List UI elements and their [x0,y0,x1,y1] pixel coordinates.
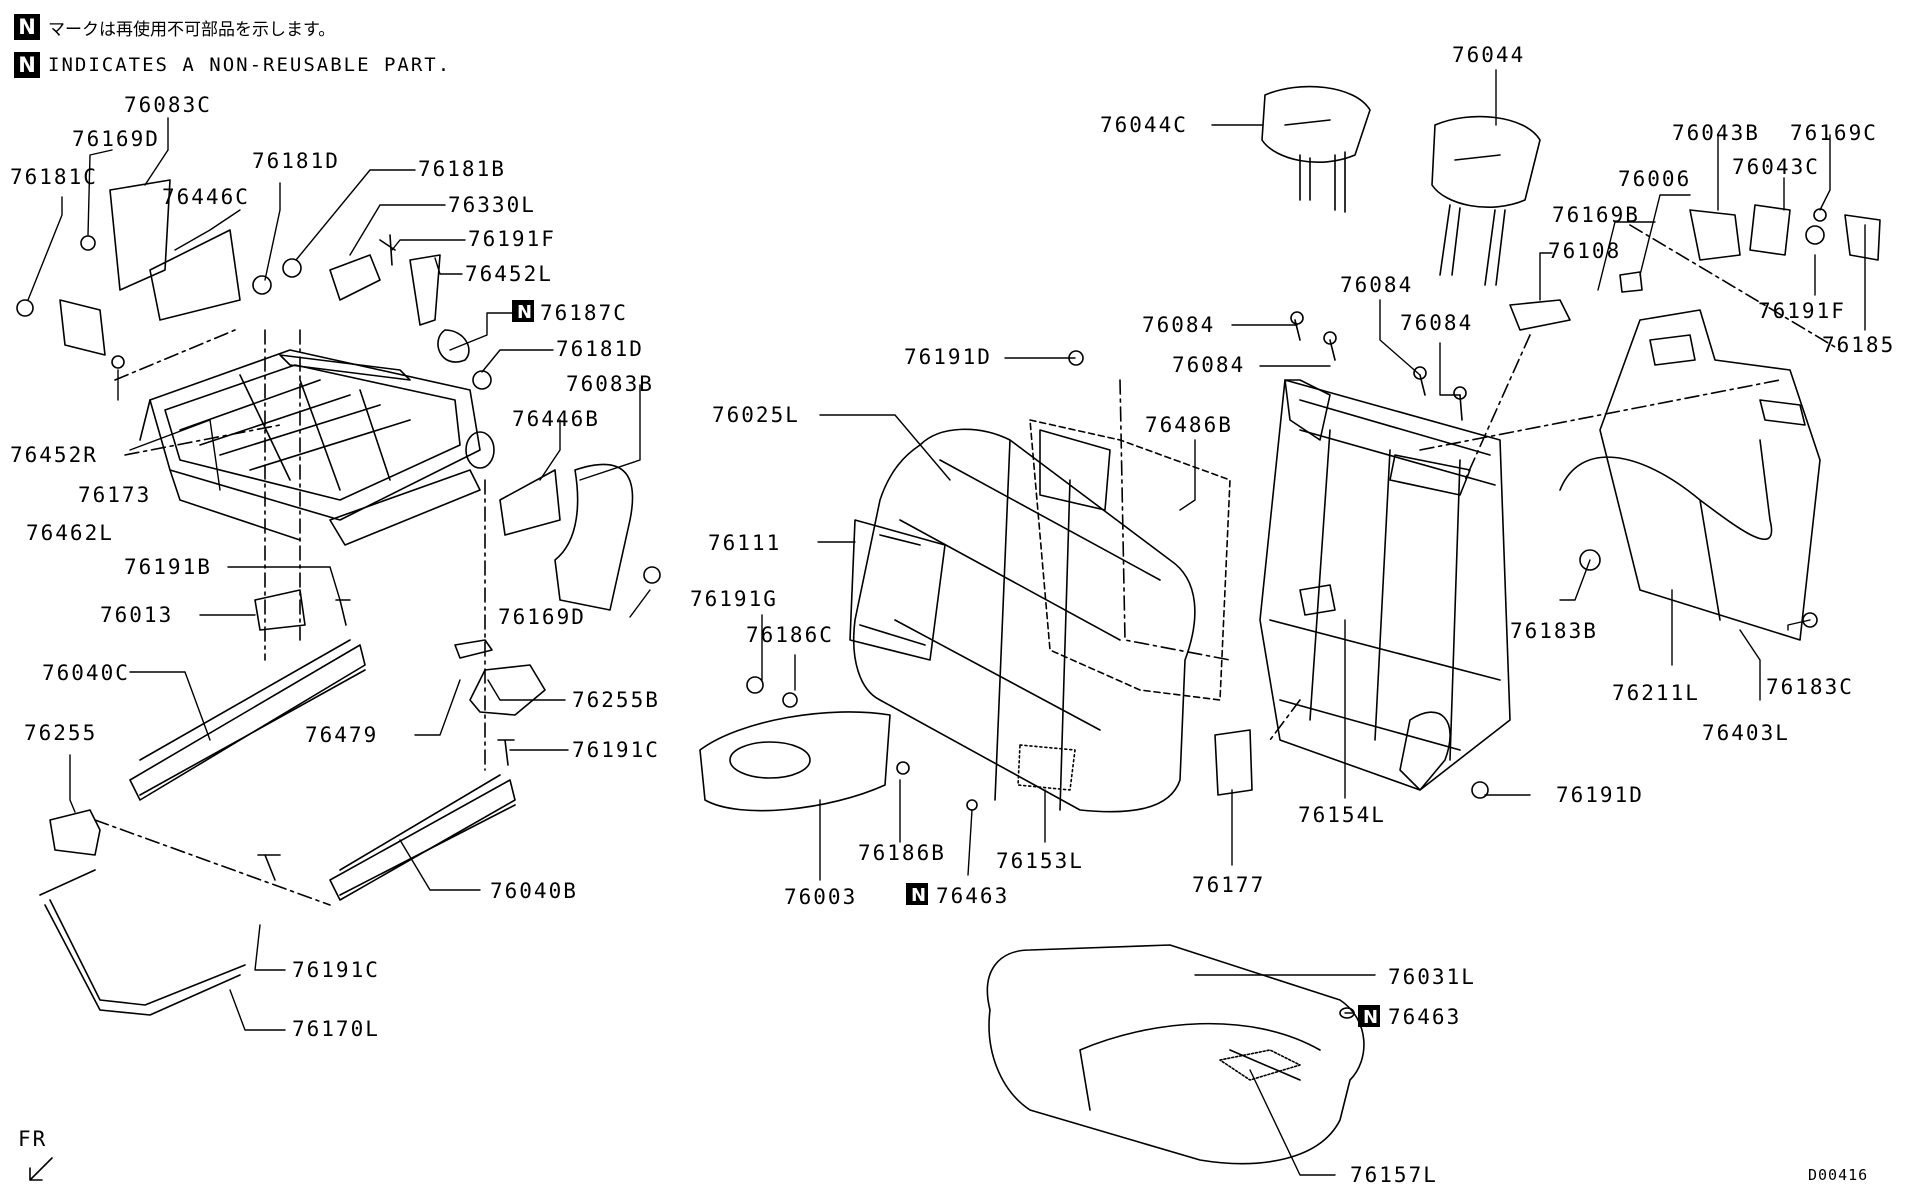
label-76040C: 76040C [42,661,130,685]
label-76044: 76044 [1452,43,1525,67]
label-76084-d: 76084 [1172,353,1245,377]
note-japanese-text: マークは再使用不可部品を示します。 [48,19,336,40]
non-reusable-symbol: N [14,14,40,40]
leader-lines [27,69,1866,1176]
label-76255: 76255 [24,721,97,745]
label-76191F-left: 76191F [468,227,556,251]
label-76462L: 76462L [26,521,114,545]
label-76486B: 76486B [1145,413,1233,437]
non-reusable-badge-76463-a [906,883,928,905]
label-76169D-top: 76169D [72,127,160,151]
front-direction-arrow-icon [29,1157,53,1181]
part-labels: 76083C 76169D 76181C 76446C 76181D 76181… [10,43,1895,1187]
label-76191F-right: 76191F [1758,299,1846,323]
note-english-text: INDICATES A NON-REUSABLE PART. [48,54,452,76]
label-76025L: 76025L [712,403,800,427]
label-76181D-top: 76181D [252,149,340,173]
non-reusable-symbol: N [14,52,40,78]
label-76084-a: 76084 [1340,273,1413,297]
label-76173: 76173 [78,483,151,507]
label-76108: 76108 [1548,239,1621,263]
label-76169B: 76169B [1552,203,1640,227]
label-76185: 76185 [1822,333,1895,357]
label-76330L: 76330L [448,193,536,217]
label-76170L: 76170L [292,1017,380,1041]
label-76191G: 76191G [690,587,778,611]
label-76084-c: 76084 [1142,313,1215,337]
label-76013: 76013 [100,603,173,627]
label-76111: 76111 [708,531,781,555]
label-76157L: 76157L [1350,1163,1438,1187]
label-76463-a: 76463 [936,884,1009,908]
label-76183B: 76183B [1510,619,1598,643]
label-76043C: 76043C [1732,155,1820,179]
label-76153L: 76153L [996,849,1084,873]
label-76452R: 76452R [10,443,98,467]
label-76177: 76177 [1192,873,1265,897]
label-76191D-bottom: 76191D [1556,783,1644,807]
label-76003: 76003 [784,885,857,909]
label-76043B: 76043B [1672,121,1760,145]
label-76154L: 76154L [1298,803,1386,827]
seat-frame-drawing [16,179,661,1016]
label-76186B: 76186B [858,841,946,865]
label-76044C: 76044C [1100,113,1188,137]
note-english: N INDICATES A NON-REUSABLE PART. [14,52,451,78]
label-76463-b: 76463 [1388,1005,1461,1029]
label-76083B: 76083B [566,372,654,396]
label-76403L: 76403L [1702,721,1790,745]
label-76446C: 76446C [162,185,250,209]
non-reusable-badge-76187C [512,300,534,322]
label-76169C: 76169C [1790,121,1878,145]
non-reusable-symbol: N [911,885,926,906]
label-76191C-right: 76191C [572,738,660,762]
label-76479: 76479 [305,723,378,747]
label-76183C: 76183C [1766,675,1854,699]
label-76187C: 76187C [540,301,628,325]
label-76191D-top: 76191D [904,345,992,369]
label-76006: 76006 [1618,167,1691,191]
non-reusable-symbol: N [517,302,532,323]
drawing-id: D00416 [1808,1166,1868,1184]
label-76181C: 76181C [10,165,98,189]
label-76191C-bottom: 76191C [292,958,380,982]
label-76181D-right: 76181D [556,337,644,361]
non-reusable-badge-76463-b [1358,1005,1380,1027]
label-76181B: 76181B [418,157,506,181]
non-reusable-symbol: N [1363,1007,1378,1028]
seat-back-drawing [699,85,1881,1165]
label-76186C: 76186C [746,623,834,647]
front-direction-label: FR [18,1127,47,1151]
label-76191B: 76191B [124,555,212,579]
label-76255B: 76255B [572,688,660,712]
label-76084-b: 76084 [1400,311,1473,335]
label-76040B: 76040B [490,879,578,903]
label-76083C: 76083C [124,93,212,117]
label-76169D-bottom: 76169D [498,605,586,629]
note-japanese: N マークは再使用不可部品を示します。 [14,14,335,40]
label-76211L: 76211L [1612,681,1700,705]
label-76446B: 76446B [512,407,600,431]
label-76031L: 76031L [1388,965,1476,989]
label-76452L: 76452L [465,262,553,286]
